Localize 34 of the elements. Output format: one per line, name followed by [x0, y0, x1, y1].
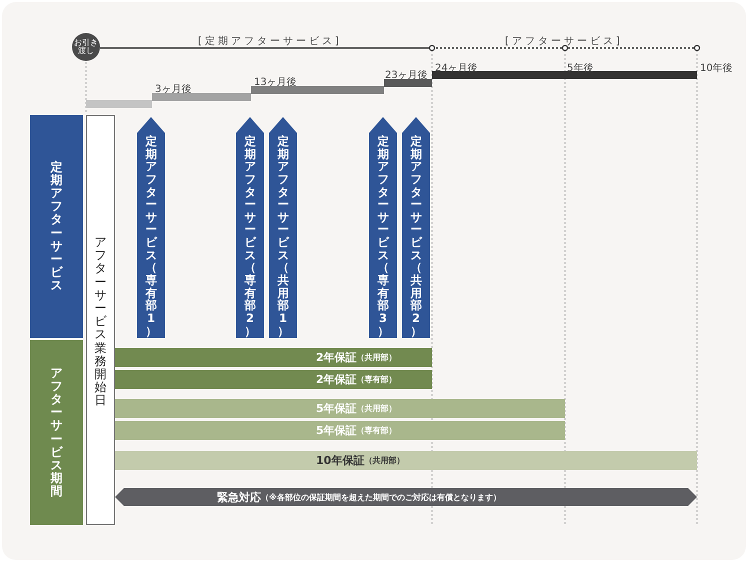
emergency-label: 緊急対応 — [217, 490, 261, 504]
service-label: 定期アフターサービス（専有部3） — [377, 135, 389, 338]
band-title: アフターサービス期間 — [50, 366, 62, 498]
section-label: [定期アフターサービス] — [198, 34, 342, 48]
service-label: 定期アフターサービス（専有部2） — [244, 135, 256, 338]
warranty-scope: （共用部） — [356, 403, 397, 414]
category-band — [30, 340, 83, 525]
warranty-bar — [115, 421, 565, 440]
service-label: 定期アフターサービス（専有部1） — [145, 135, 157, 338]
warranty-scope: （共用部） — [364, 456, 404, 465]
milestone-label: 3ヶ月後 — [155, 83, 192, 96]
warranty-bar — [115, 399, 565, 418]
emergency-note: （※各部位の保証期間を超えた期間でのご対応は有償となります） — [261, 492, 501, 502]
warranty-label: 2年保証 — [316, 350, 357, 365]
category-band — [30, 115, 83, 338]
section-label: [アフターサービス] — [505, 35, 623, 48]
column-title: アフターサービス業務開始日 — [94, 236, 106, 410]
warranty-label: 5年保証 — [316, 423, 357, 438]
warranty-scope: （専有部） — [356, 425, 397, 436]
warranty-bar — [115, 451, 697, 470]
band-title: 定期アフターサービス — [50, 160, 62, 292]
milestone-label: 13ヶ月後 — [254, 76, 297, 89]
service-label: 定期アフターサービス（共用部1） — [277, 135, 289, 338]
warranty-bar — [115, 370, 432, 389]
warranty-label: 2年保証 — [316, 372, 357, 387]
service-label: 定期アフターサービス（共用部2） — [410, 135, 422, 338]
start-date-column — [86, 115, 115, 525]
milestone-label: 23ヶ月後 — [385, 69, 428, 82]
warranty-label: 5年保証 — [316, 401, 357, 416]
warranty-scope: （専有部） — [356, 374, 397, 385]
warranty-bar — [115, 348, 432, 367]
milestone-label: 10年後 — [700, 62, 733, 75]
warranty-label: 10年保証 — [316, 453, 364, 468]
warranty-scope: （共用部） — [356, 352, 397, 363]
